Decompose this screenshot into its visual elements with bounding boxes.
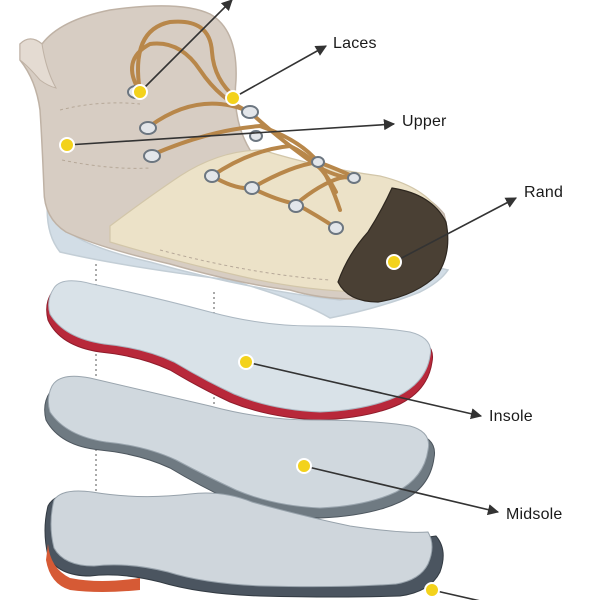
- eyelet: [205, 170, 219, 182]
- eyelet: [312, 157, 324, 167]
- arrow-laces: [233, 46, 326, 98]
- eyelet: [329, 222, 343, 234]
- midsole-label: Midsole: [506, 506, 563, 524]
- arrow-outsole: [432, 590, 520, 600]
- eyelet: [144, 150, 160, 162]
- marker-upper: [60, 138, 74, 152]
- eyelet: [140, 122, 156, 134]
- marker-outsole: [425, 583, 439, 597]
- upper-label: Upper: [402, 113, 447, 131]
- marker-laces-top: [133, 85, 147, 99]
- eyelet: [348, 173, 360, 183]
- marker-midsole: [297, 459, 311, 473]
- eyelet: [242, 106, 258, 118]
- rand-label: Rand: [524, 184, 563, 202]
- eyelet: [245, 182, 259, 194]
- marker-laces: [226, 91, 240, 105]
- eyelet: [289, 200, 303, 212]
- marker-rand: [387, 255, 401, 269]
- laces-label: Laces: [333, 35, 377, 53]
- marker-insole: [239, 355, 253, 369]
- insole-label: Insole: [489, 408, 533, 426]
